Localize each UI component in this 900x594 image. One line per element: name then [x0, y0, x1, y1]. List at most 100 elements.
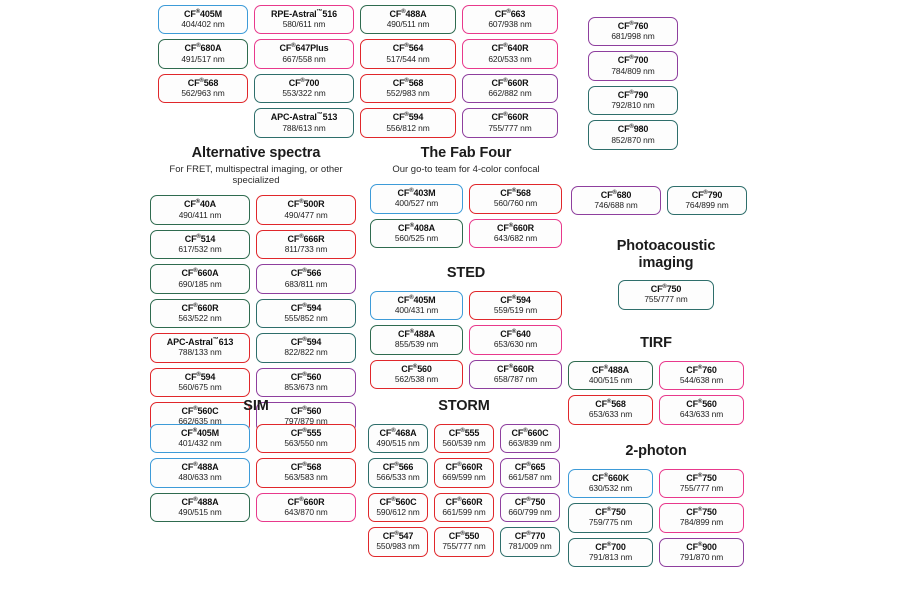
dye-name: CF®555	[290, 427, 322, 438]
dye-wavelengths: 755/777 nm	[644, 294, 688, 305]
dye-wavelengths: 400/515 nm	[588, 374, 633, 385]
dye-wavelengths: 562/538 nm	[394, 373, 439, 384]
dye-name: CF®760	[617, 21, 649, 31]
dye-name: CF®405M	[181, 427, 219, 438]
dye-wavelengths: 759/775 nm	[588, 517, 633, 528]
dye-wavelengths: 755/777 nm	[488, 122, 532, 133]
dye-wavelengths: 544/638 nm	[679, 374, 724, 385]
dye-name: CF®403M	[397, 188, 436, 199]
dye-wavelengths: 560/760 nm	[493, 198, 538, 209]
dye-wavelengths: 784/899 nm	[679, 517, 724, 528]
dye-wavelengths: 797/879 nm	[284, 416, 328, 427]
dye-name: CF®750	[686, 472, 717, 483]
dye-name: CF®405M	[184, 9, 222, 19]
dye-name: CF®566	[290, 268, 322, 279]
dye-name: CF®660R	[491, 77, 529, 88]
dye-wavelengths: 630/532 nm	[588, 482, 633, 493]
dye-wavelengths: 552/983 nm	[386, 88, 430, 99]
dye-wavelengths: 791/870 nm	[679, 551, 724, 562]
dye-wavelengths: 855/539 nm	[394, 339, 439, 350]
dye-wavelengths: 560/525 nm	[394, 232, 439, 243]
dye-name: CF®560C	[181, 406, 219, 417]
dye-name: CF®488A	[181, 496, 219, 507]
